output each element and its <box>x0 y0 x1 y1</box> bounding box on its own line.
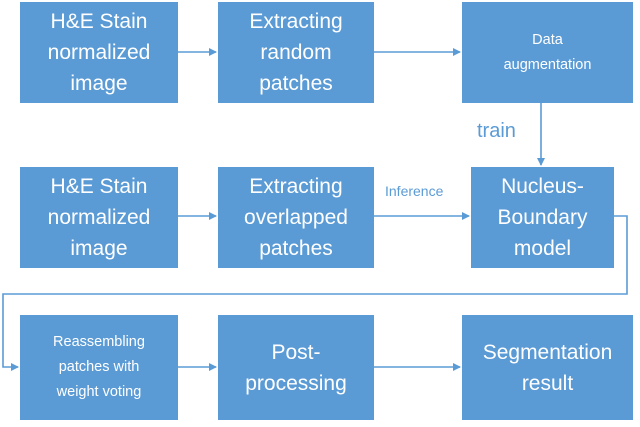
node-data-augmentation: Data augmentation <box>462 2 633 103</box>
node-input-train: H&E Stain normalized image <box>20 2 178 103</box>
node-post-processing: Post- processing <box>218 315 374 420</box>
node-input-test: H&E Stain normalized image <box>20 167 178 268</box>
node-extract-random-patches: Extracting random patches <box>218 2 374 103</box>
node-nucleus-boundary-model: Nucleus- Boundary model <box>471 167 614 268</box>
edge-label-train: train <box>477 120 516 142</box>
edge-label-inference: Inference <box>385 183 444 199</box>
node-segmentation-result: Segmentation result <box>462 315 633 420</box>
node-reassembling-patches: Reassembling patches with weight voting <box>20 315 178 420</box>
node-extract-overlapped-patches: Extracting overlapped patches <box>218 167 374 268</box>
